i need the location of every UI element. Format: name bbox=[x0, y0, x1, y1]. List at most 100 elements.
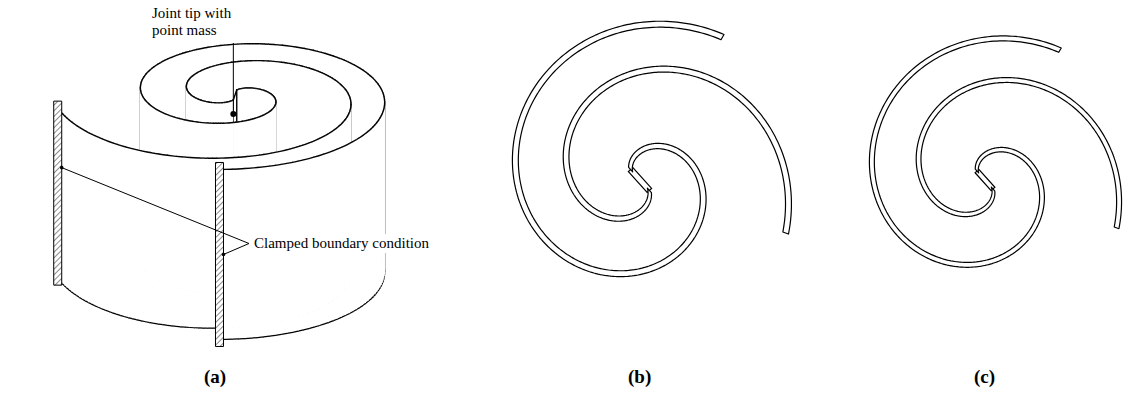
wall-edge bbox=[275, 164, 281, 166]
wall-face bbox=[363, 134, 366, 306]
callout-label: Clamped boundary condition bbox=[252, 234, 431, 253]
wall-edge bbox=[275, 100, 276, 102]
wall-face bbox=[141, 151, 145, 322]
wall-edge bbox=[293, 331, 299, 332]
wall-face bbox=[203, 158, 207, 328]
wall-edge bbox=[194, 96, 196, 98]
wall-edge bbox=[270, 165, 276, 167]
wall-edge bbox=[194, 327, 198, 328]
wall-edge bbox=[189, 93, 191, 95]
wall-face bbox=[121, 146, 125, 317]
wall-edge bbox=[117, 314, 121, 315]
wall-edge bbox=[186, 84, 187, 86]
wall-edge bbox=[275, 102, 277, 104]
wall-edge bbox=[237, 89, 239, 91]
wall-edge bbox=[146, 321, 150, 323]
wall-face bbox=[95, 136, 98, 308]
wall-edge bbox=[176, 156, 180, 158]
clamp-plate bbox=[54, 101, 62, 285]
wall-face bbox=[208, 158, 212, 328]
wall-edge bbox=[225, 101, 227, 103]
wall-edge bbox=[227, 101, 229, 103]
wall-face bbox=[117, 144, 121, 315]
wall-edge bbox=[227, 101, 229, 103]
wall-edge bbox=[314, 326, 319, 327]
wall-face bbox=[199, 158, 204, 328]
wall-edge bbox=[274, 105, 276, 107]
wall-edge bbox=[266, 91, 268, 93]
wall-edge bbox=[273, 44, 278, 46]
wall-edge bbox=[168, 155, 172, 157]
wall-edge bbox=[245, 338, 251, 340]
wall-edge bbox=[324, 153, 329, 155]
wall-edge bbox=[187, 91, 189, 93]
wall-face bbox=[99, 137, 102, 308]
wall-edge bbox=[241, 88, 243, 90]
wall-edge bbox=[274, 97, 276, 99]
wall-edge bbox=[187, 81, 189, 83]
wall-edge bbox=[190, 327, 195, 328]
wall-edge bbox=[226, 169, 232, 171]
spiral-arm bbox=[563, 66, 791, 234]
wall-face bbox=[345, 144, 349, 316]
wall-edge bbox=[275, 100, 277, 102]
wall-face bbox=[92, 134, 95, 306]
wall-edge bbox=[163, 324, 167, 326]
wall-edge bbox=[239, 338, 245, 340]
wall-edge bbox=[293, 161, 299, 162]
wall-face bbox=[113, 143, 117, 314]
wall-edge bbox=[172, 325, 176, 327]
wall-face bbox=[106, 140, 110, 311]
wall-edge bbox=[264, 165, 270, 167]
wall-edge bbox=[298, 330, 303, 331]
wall-edge bbox=[189, 93, 191, 95]
wall-edge bbox=[239, 88, 241, 90]
wall-edge bbox=[333, 319, 337, 321]
wall-edge bbox=[189, 77, 191, 79]
wall-edge bbox=[186, 83, 188, 85]
wall-edge bbox=[300, 47, 304, 49]
leader-lines bbox=[60, 43, 249, 256]
wall-edge bbox=[298, 160, 303, 161]
wall-edge bbox=[192, 96, 194, 98]
wall-edge bbox=[216, 102, 218, 103]
wall-edge bbox=[188, 92, 190, 94]
wall-edge bbox=[159, 153, 163, 155]
wall-edge bbox=[257, 166, 263, 168]
callout-label: Joint tip with point mass bbox=[150, 4, 262, 40]
wall-edge bbox=[216, 123, 219, 124]
wall-edge bbox=[192, 74, 194, 76]
wall-edge bbox=[232, 168, 238, 170]
wall-edge bbox=[238, 88, 240, 90]
leader-dot bbox=[60, 166, 64, 170]
leader-dot bbox=[222, 253, 226, 257]
wall-edge bbox=[181, 326, 185, 328]
wall-edge bbox=[275, 98, 277, 100]
wall-edge bbox=[218, 102, 220, 103]
wall-edge bbox=[226, 101, 228, 103]
wall-face bbox=[239, 169, 245, 339]
wall-edge bbox=[268, 92, 270, 94]
wall-edge bbox=[208, 328, 212, 329]
wall-face bbox=[349, 142, 353, 314]
wall-edge bbox=[275, 101, 276, 103]
wall-edge bbox=[121, 316, 125, 317]
wall-edge bbox=[191, 94, 193, 96]
wall-edge bbox=[251, 337, 257, 339]
wall-face bbox=[83, 129, 86, 301]
panel-label: (a) bbox=[204, 366, 226, 388]
wall-edge bbox=[190, 76, 192, 78]
wall-face bbox=[146, 152, 150, 323]
wall-edge bbox=[305, 48, 309, 50]
wall-face bbox=[133, 149, 137, 320]
wall-edge bbox=[203, 327, 207, 328]
wall-edge bbox=[242, 88, 244, 90]
wall-edge bbox=[272, 108, 274, 110]
wall-edge bbox=[212, 157, 216, 158]
wall-face bbox=[154, 153, 158, 324]
wall-edge bbox=[239, 168, 245, 170]
wall-edge bbox=[191, 76, 193, 78]
wall-edge bbox=[345, 314, 349, 316]
wall-edge bbox=[319, 324, 324, 326]
wall-edge bbox=[186, 82, 188, 84]
